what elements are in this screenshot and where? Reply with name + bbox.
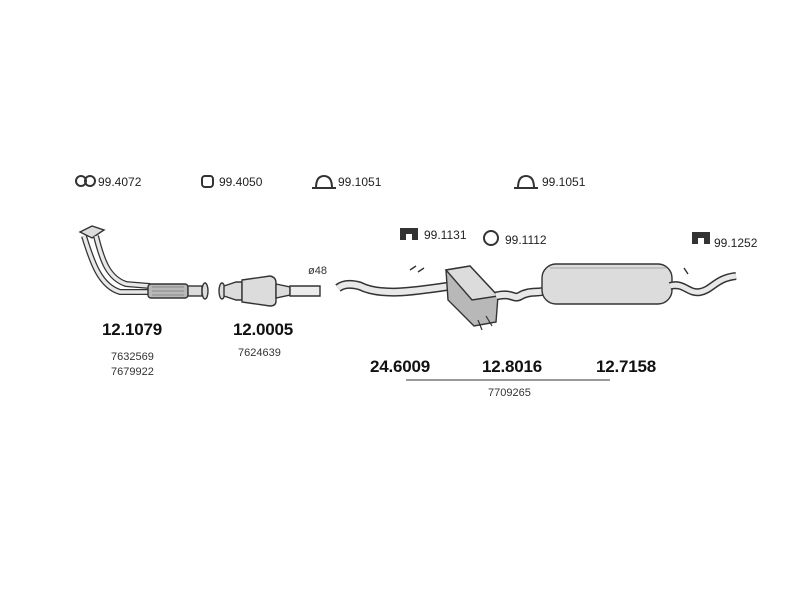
u-clamp-icon: [514, 174, 538, 189]
front-exhaust-pipe-icon: [78, 225, 209, 300]
double-ring-gasket-icon: [75, 175, 96, 187]
oem-number-front-pipe-1: 7632569: [111, 351, 154, 363]
accessory-code-ring: 99.1112: [505, 233, 547, 247]
rubber-hanger-icon: [692, 232, 710, 244]
accessory-code-hanger-1: 99.1131: [424, 228, 467, 242]
square-ring-gasket-icon: [201, 175, 214, 188]
rear-silencer-icon: [541, 263, 737, 305]
part-code-catalytic-converter: 12.0005: [233, 320, 294, 339]
part-code-front-pipe: 12.1079: [102, 320, 163, 339]
accessory-code-gasket-double: 99.4072: [98, 175, 142, 189]
oem-number-front-pipe-2: 7679922: [111, 366, 154, 378]
oem-number-shared: 7709265: [488, 387, 531, 399]
middle-pipe-with-silencer-icon: [335, 265, 550, 331]
part-code-rear-silencer: 12.7158: [596, 357, 657, 376]
part-code-middle-silencer: 12.8016: [482, 357, 543, 376]
oem-number-catalytic-converter: 7624639: [238, 347, 281, 359]
rubber-hanger-icon: [400, 228, 418, 240]
ring-gasket-icon: [483, 230, 499, 246]
part-code-middle-pipe: 24.6009: [370, 357, 431, 376]
u-clamp-icon: [312, 174, 336, 189]
accessory-code-gasket-square: 99.4050: [219, 175, 263, 189]
pipe-diameter-label: ø48: [308, 265, 327, 277]
accessory-code-hanger-2: 99.1252: [714, 236, 758, 250]
catalytic-converter-icon: [218, 275, 321, 307]
accessory-code-clamp-2: 99.1051: [542, 175, 586, 189]
accessory-code-clamp-1: 99.1051: [338, 175, 382, 189]
